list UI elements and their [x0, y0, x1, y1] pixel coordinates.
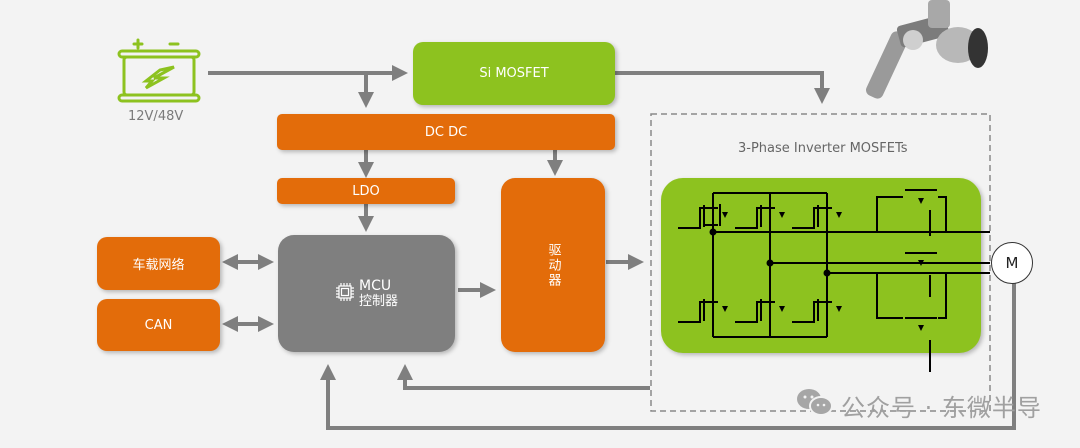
arrow-motor-feedback — [320, 282, 1016, 430]
chip-icon — [335, 282, 355, 306]
watermark-text: 公众号 · 东微半导 — [841, 393, 1042, 422]
vehicle-network-block: 车载网络 — [97, 237, 220, 290]
motor-label: M — [1005, 254, 1019, 272]
ldo-block: LDO — [277, 178, 455, 204]
mcu-sublabel: 控制器 — [358, 293, 398, 309]
can-block: CAN — [97, 299, 220, 351]
dcdc-block: DC DC — [277, 114, 615, 150]
arrow-inverter-feedback — [397, 364, 650, 390]
watermark: 公众号 · 东微半导 — [795, 386, 1042, 424]
mcu-label: MCU — [358, 277, 392, 294]
mcu-block: MCU 控制器 — [278, 235, 455, 352]
dcdc-label: DC DC — [424, 124, 468, 140]
vehicle-network-label: 车载网络 — [132, 258, 185, 273]
can-label: CAN — [144, 317, 173, 333]
driver-label: 驱动器 — [545, 242, 561, 288]
ldo-label: LDO — [352, 183, 380, 199]
battery-icon — [116, 34, 206, 104]
arrow-simosfet-to-inverter — [615, 71, 830, 104]
steering-column-icon — [858, 0, 998, 105]
wechat-icon — [795, 386, 835, 424]
battery-voltage-label: 12V/48V — [128, 109, 184, 124]
si-mosfet-block: Si MOSFET — [413, 42, 615, 105]
driver-block: 驱动器 — [501, 178, 605, 352]
inverter-title: 3-Phase Inverter MOSFETs — [738, 141, 908, 156]
si-mosfet-label: Si MOSFET — [479, 66, 549, 81]
motor-symbol: M — [991, 242, 1033, 284]
